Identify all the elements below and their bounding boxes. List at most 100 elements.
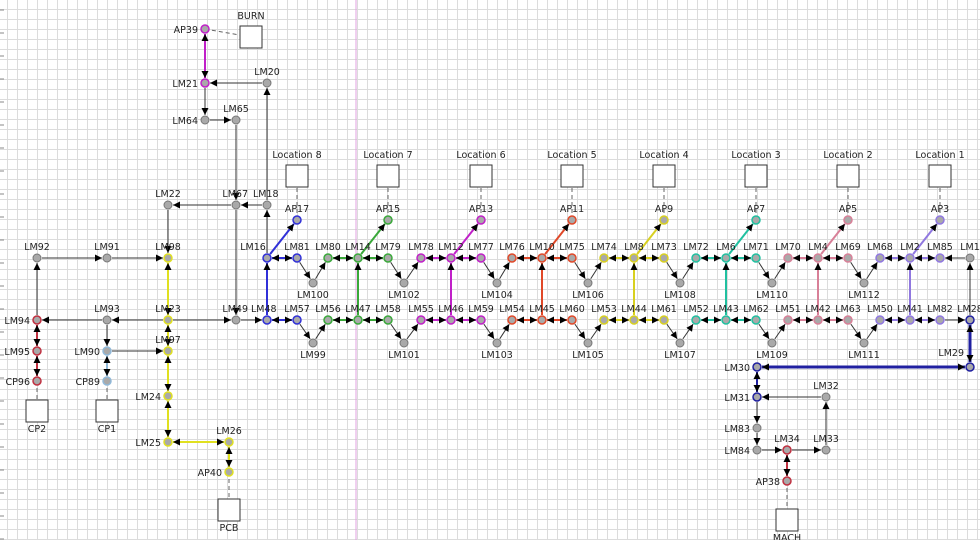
edge-LM110-LM70[interactable] [774,261,786,280]
edge-LM4-AP5[interactable] [820,223,846,255]
edge-LM112-LM68[interactable] [866,261,878,280]
edge-LM111-LM50[interactable] [866,323,878,340]
node-lm48[interactable] [262,315,272,325]
node-lm78[interactable] [416,253,426,263]
edge-LM106-LM74[interactable] [590,261,602,280]
node-ap11[interactable] [567,215,577,225]
node-lm31[interactable] [752,392,762,402]
node-lm57[interactable] [292,315,302,325]
edge-LM61-LM107[interactable] [666,323,678,340]
node-cp96[interactable] [32,376,42,386]
node-lm77[interactable] [476,253,486,263]
edge-LM100-LM80[interactable] [315,262,326,279]
node-lm45[interactable] [537,315,547,325]
node-lm60[interactable] [567,315,577,325]
node-ap39[interactable] [200,24,210,34]
edge-LM2-AP3[interactable] [912,223,938,255]
node-lm70[interactable] [783,253,793,263]
node-lm104[interactable] [492,278,502,288]
edge-LM71-LM110[interactable] [758,261,770,280]
node-lm75[interactable] [567,253,577,263]
node-lm22[interactable] [163,200,173,210]
node-lm25[interactable] [163,437,173,447]
node-lm83[interactable] [752,423,762,433]
node-lm111[interactable] [859,338,869,348]
node-lm6[interactable] [721,253,731,263]
node-lm97[interactable] [163,346,173,356]
node-ap3[interactable] [935,215,945,225]
edge-LM62-LM109[interactable] [758,323,770,340]
node-lm30[interactable] [752,362,762,372]
edge-LM77-LM104[interactable] [483,261,495,280]
node-lm62[interactable] [751,315,761,325]
node-lm94[interactable] [32,315,42,325]
node-lm74[interactable] [599,253,609,263]
location-1-box[interactable] [928,164,952,188]
node-lm80[interactable] [323,253,333,263]
node-lm44[interactable] [629,315,639,325]
node-lm21[interactable] [200,78,210,88]
node-lm63[interactable] [843,315,853,325]
node-lm68[interactable] [875,253,885,263]
node-ap9[interactable] [659,215,669,225]
node-lm52[interactable] [691,315,701,325]
node-lm67[interactable] [231,200,241,210]
location-3-box[interactable] [744,164,768,188]
edge-LM57-LM99[interactable] [299,323,311,340]
node-lm71[interactable] [751,253,761,263]
node-lm46[interactable] [446,315,456,325]
node-ap38[interactable] [782,476,792,486]
edge-LM60-LM105[interactable] [574,323,586,340]
edge-LM16-AP17[interactable] [269,223,295,255]
node-lm50[interactable] [875,315,885,325]
edge-LM101-LM55[interactable] [406,323,419,340]
node-lm43[interactable] [721,315,731,325]
node-lm20[interactable] [262,78,272,88]
node-lm14[interactable] [353,253,363,263]
node-lm95[interactable] [32,346,42,356]
node-lm82[interactable] [935,315,945,325]
node-lm92[interactable] [32,253,42,263]
node-lm69[interactable] [843,253,853,263]
node-lm105[interactable] [583,338,593,348]
edge-LM107-LM52[interactable] [682,323,694,340]
node-lm32[interactable] [821,392,831,402]
node-lm93[interactable] [102,315,112,325]
node-lm18[interactable] [262,200,272,210]
node-lm49[interactable] [231,315,241,325]
edge-LM58-LM101[interactable] [390,323,402,340]
node-lm65[interactable] [231,115,241,125]
node-ap7[interactable] [751,215,761,225]
node-lm54[interactable] [507,315,517,325]
node-lm28[interactable] [965,315,975,325]
location-4-box[interactable] [652,164,676,188]
node-lm99[interactable] [308,338,318,348]
edge-LM104-LM76[interactable] [499,262,510,279]
node-lm53[interactable] [599,315,609,325]
node-lm10[interactable] [537,253,547,263]
location-7-box[interactable] [376,164,400,188]
edge-LM79-LM102[interactable] [390,261,402,280]
node-lm112[interactable] [859,278,869,288]
node-lm56[interactable] [323,315,333,325]
node-lm81[interactable] [292,253,302,263]
node-lm59[interactable] [476,315,486,325]
edge-LM81-LM100[interactable] [299,261,311,280]
station-mach-box[interactable] [775,508,799,532]
node-ap15[interactable] [383,215,393,225]
edge-LM63-LM111[interactable] [850,323,862,340]
node-lm61[interactable] [659,315,669,325]
station-pcb-box[interactable] [217,498,241,522]
node-lm55[interactable] [416,315,426,325]
edge-LM8-AP9[interactable] [636,223,662,255]
node-lm47[interactable] [353,315,363,325]
node-lm34[interactable] [782,445,792,455]
node-lm103[interactable] [492,338,502,348]
node-lm73[interactable] [659,253,669,263]
location-2-box[interactable] [836,164,860,188]
edge-LM108-LM72[interactable] [682,261,694,280]
node-lm26[interactable] [224,437,234,447]
edge-LM75-LM106[interactable] [574,261,586,280]
node-lm90[interactable] [102,346,112,356]
